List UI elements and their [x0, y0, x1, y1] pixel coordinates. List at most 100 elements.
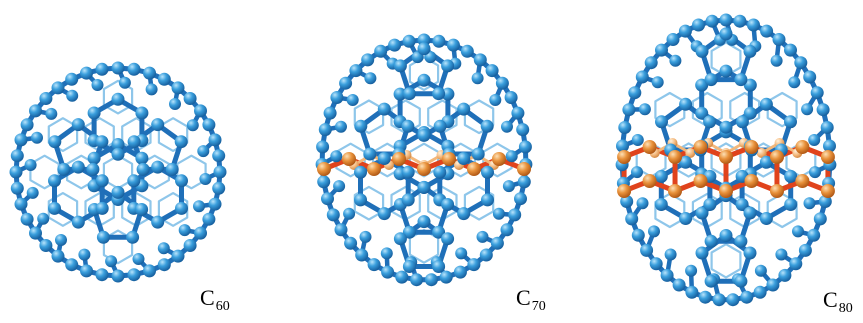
front-atom	[417, 73, 431, 87]
rim-atom	[321, 192, 334, 206]
inner-rim-atom	[380, 247, 393, 260]
rim-atom	[208, 197, 222, 211]
front-atom	[679, 212, 693, 225]
front-atom	[57, 162, 71, 176]
inner-rim-atom	[37, 212, 50, 225]
rim-atom	[820, 121, 834, 134]
rim-atom	[660, 268, 674, 282]
front-atom	[784, 198, 798, 211]
rim-atom	[51, 81, 65, 95]
front-atom	[393, 232, 407, 246]
front-atom	[401, 165, 415, 179]
front-atom	[759, 155, 773, 169]
front-atom	[432, 225, 446, 239]
rim-atom	[157, 258, 171, 272]
rim-atom	[202, 212, 216, 226]
rim-atom	[202, 118, 216, 132]
rim-atom	[516, 123, 530, 137]
inner-rim-atom	[476, 230, 489, 243]
front-atom	[743, 206, 757, 220]
rim-atom	[490, 236, 504, 250]
front-atom	[393, 59, 407, 73]
rim-atom	[381, 265, 395, 279]
front-atom	[679, 97, 693, 111]
front-atom	[135, 203, 149, 216]
front-atom	[393, 87, 407, 101]
label-c70-subscript: 70	[531, 299, 546, 314]
front-atom	[704, 73, 718, 87]
inner-rim-atom	[330, 150, 343, 163]
inner-rim-atom	[809, 166, 821, 179]
inner-rim-atom	[78, 248, 91, 261]
rim-atom	[334, 223, 348, 237]
front-atom	[743, 44, 757, 58]
front-atom	[719, 120, 733, 134]
inner-rim-atom	[346, 94, 359, 106]
front-atom	[654, 198, 668, 211]
inner-rim-atom	[333, 180, 346, 193]
rim-atom	[803, 70, 817, 84]
band-atom	[467, 162, 481, 176]
label-c60: C60	[200, 287, 230, 314]
front-atom	[441, 87, 455, 101]
rim-atom	[317, 175, 331, 189]
front-atom	[354, 119, 368, 133]
inner-rim-atom	[199, 173, 212, 185]
front-atom	[743, 106, 757, 120]
band-atom	[693, 140, 708, 154]
rim-atom	[355, 248, 369, 262]
rim-atom	[143, 66, 156, 80]
front-atom	[784, 115, 797, 129]
rim-atom	[194, 104, 207, 118]
front-atom	[703, 198, 717, 211]
front-atom	[127, 135, 141, 149]
rim-atom	[395, 270, 409, 284]
front-atom	[743, 246, 757, 260]
front-atom	[704, 234, 718, 248]
rim-atom	[760, 24, 774, 38]
inner-rim-atom	[685, 264, 698, 277]
rim-atom	[183, 239, 197, 252]
band-atom	[770, 184, 784, 198]
front-atom	[703, 115, 717, 129]
label-c80-symbol: C	[823, 287, 838, 312]
band-atom	[492, 152, 506, 166]
front-atom	[175, 201, 188, 215]
front-atom	[175, 174, 188, 188]
rim-atom	[514, 192, 527, 206]
inner-rim-atom	[169, 98, 181, 110]
front-atom	[734, 73, 748, 87]
inner-rim-atom	[664, 248, 677, 261]
inner-rim-atom	[24, 159, 37, 171]
inner-rim-atom	[770, 54, 783, 67]
inner-rim-atom	[792, 225, 804, 238]
front-atom	[71, 215, 85, 229]
rim-atom	[10, 181, 24, 195]
inner-rim-atom	[193, 200, 205, 213]
fullerene-c60-icon	[9, 61, 227, 283]
rim-atom	[766, 278, 780, 292]
inner-rim-atom	[631, 134, 644, 146]
inner-rim-atom	[492, 207, 505, 220]
rim-atom	[733, 14, 747, 28]
rim-atom	[640, 243, 654, 257]
front-atom	[354, 165, 367, 179]
inner-rim-atom	[118, 76, 131, 89]
band-atom	[744, 174, 759, 188]
front-atom	[111, 92, 125, 106]
front-atom	[457, 102, 471, 116]
rim-atom	[678, 24, 692, 38]
front-atom	[95, 201, 109, 215]
front-atom	[471, 147, 485, 161]
label-c80-subscript: 80	[838, 301, 853, 316]
rim-atom	[410, 273, 424, 287]
rim-atom	[330, 91, 344, 104]
rim-atom	[618, 121, 632, 134]
front-atom	[401, 119, 415, 133]
band-atom	[342, 152, 356, 166]
band-atom	[642, 174, 657, 188]
front-atom	[654, 169, 668, 183]
inner-rim-atom	[455, 247, 468, 260]
inner-rim-atom	[638, 103, 651, 116]
